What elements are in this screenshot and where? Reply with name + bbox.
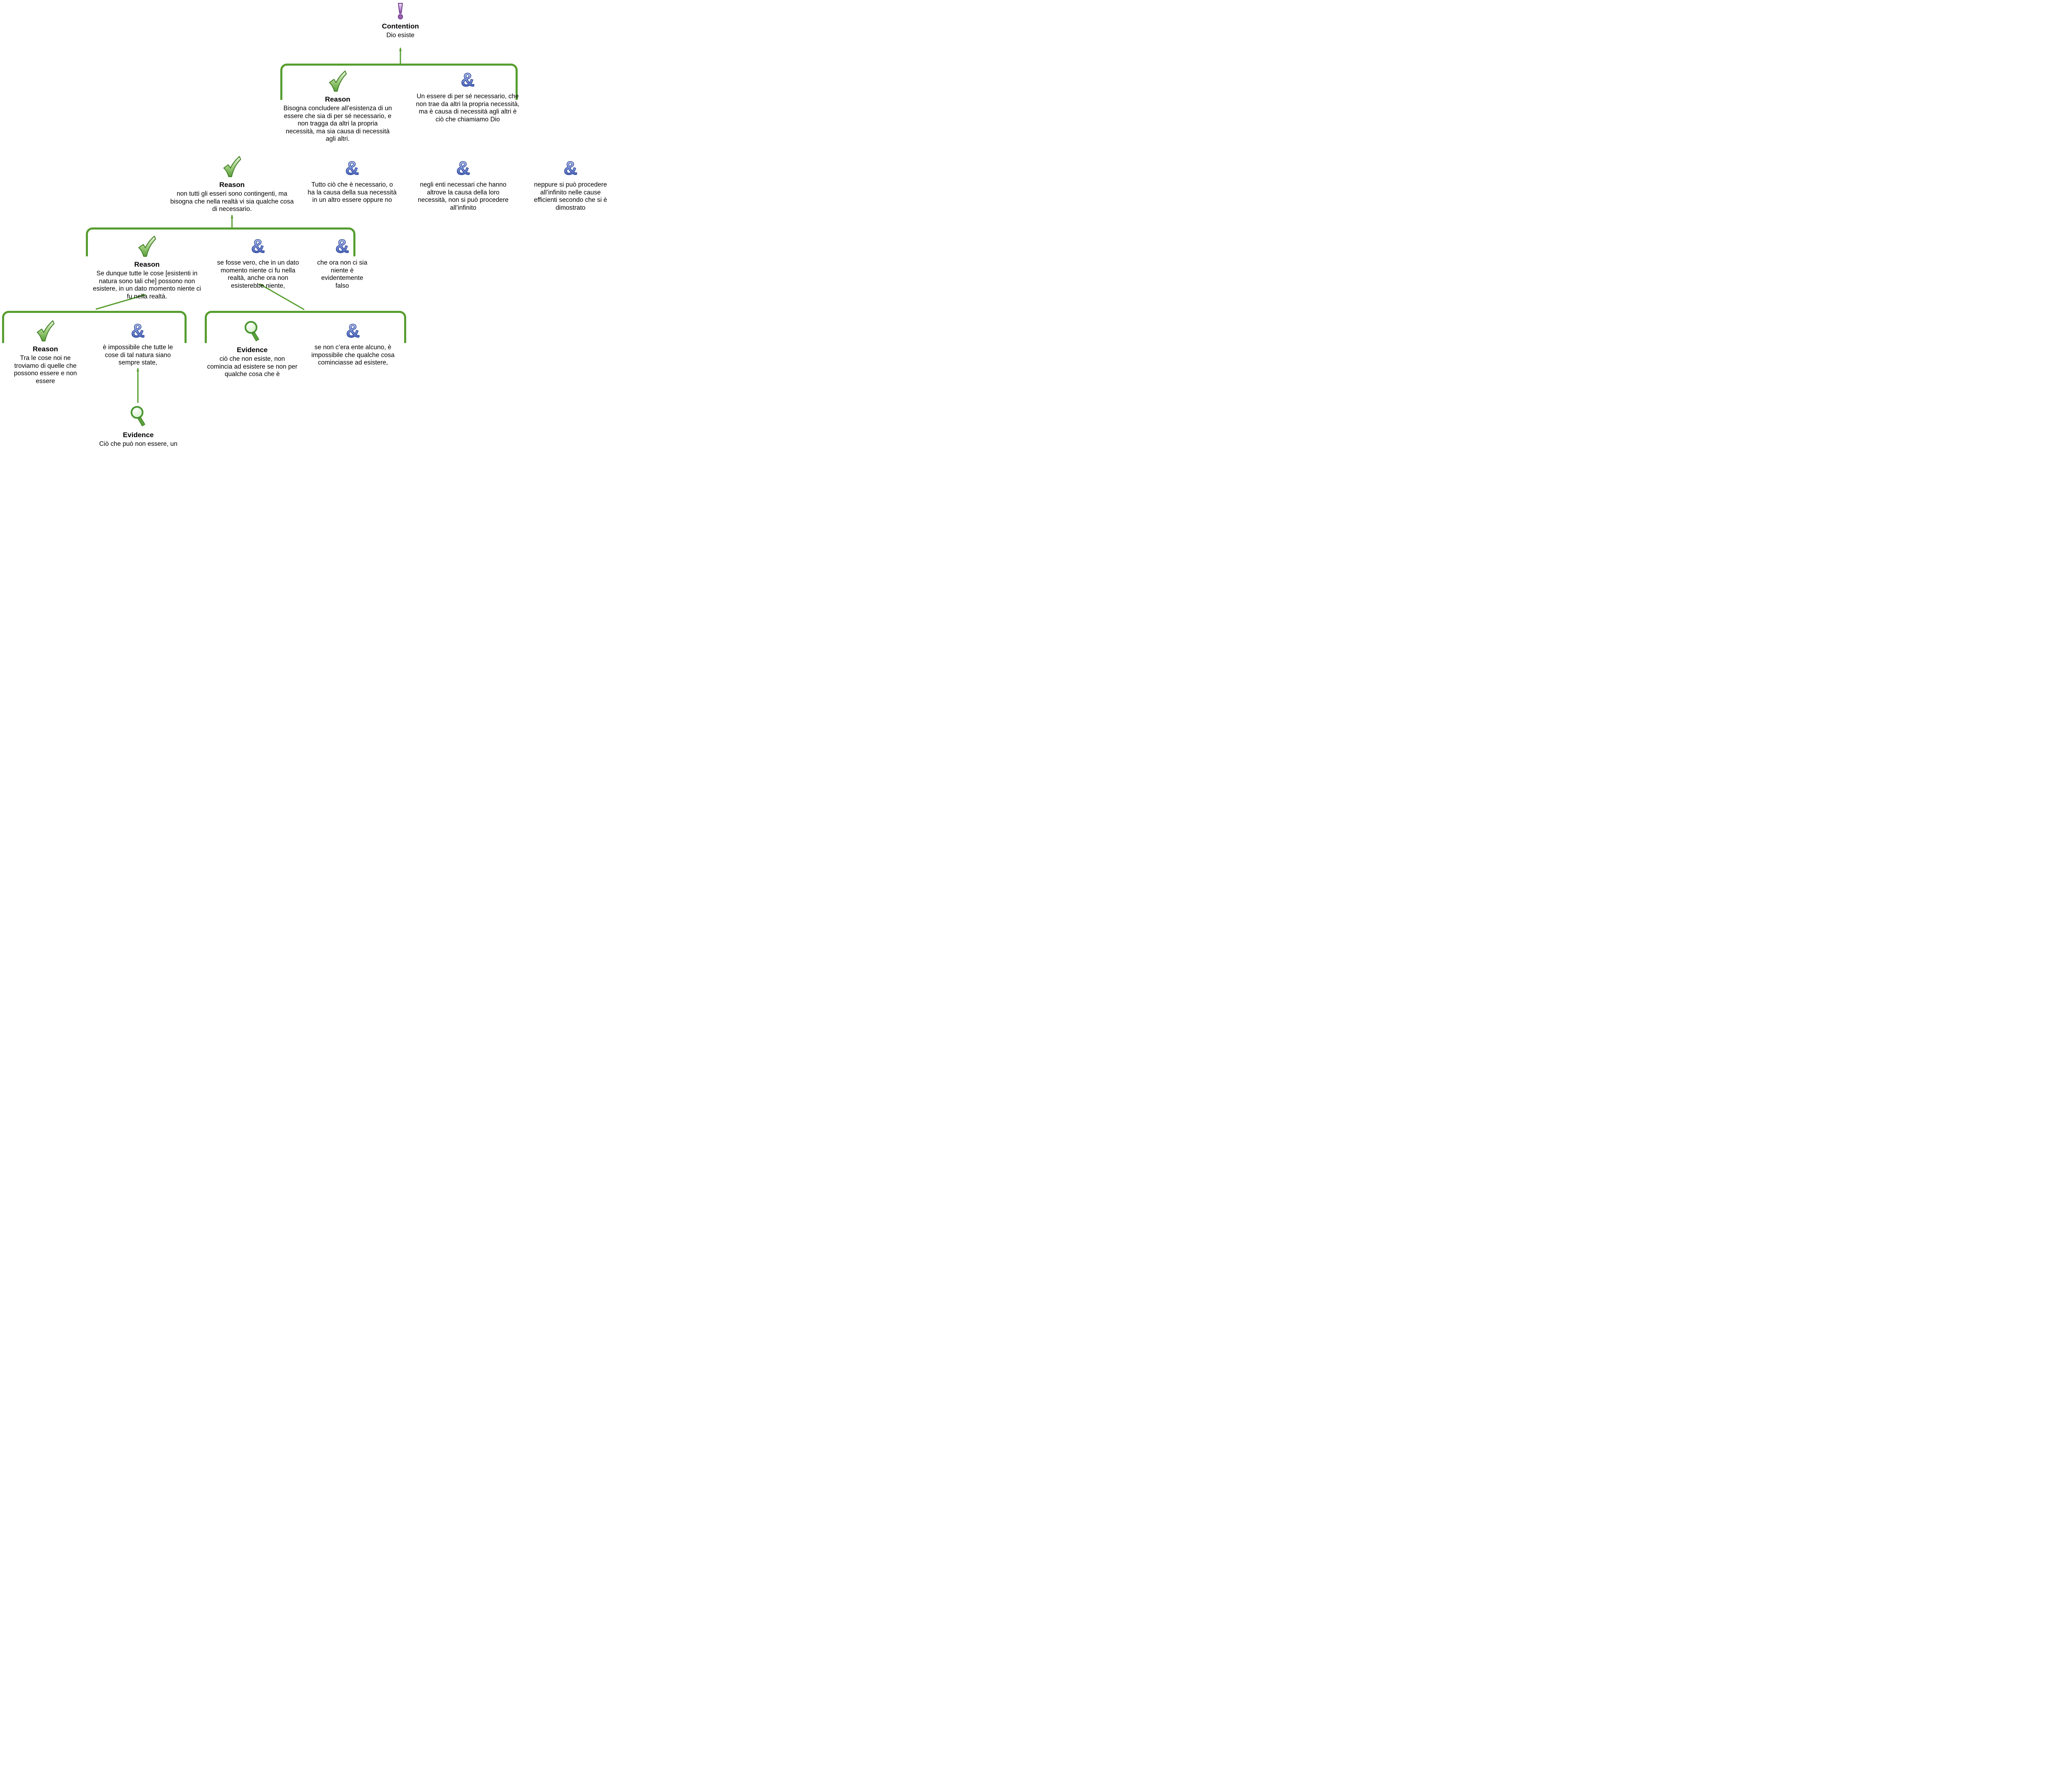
grouping-bracket-level1	[280, 64, 518, 100]
grouping-bracket-level3	[86, 227, 355, 256]
ampersand-icon: &	[456, 157, 471, 179]
svg-text:&: &	[345, 158, 359, 178]
and-node-2b[interactable]: & negli enti necessari che hanno altrove…	[415, 157, 511, 212]
node-text: è impossibile che tutte le cose di tal n…	[103, 344, 173, 367]
node-type-label: Reason	[325, 95, 350, 103]
node-text: neppure si può procedere all’infinito ne…	[534, 181, 607, 211]
node-text: Tutto ciò che è necessario, o ha la caus…	[308, 181, 397, 204]
magnifier-icon	[244, 320, 261, 343]
check-icon	[222, 156, 241, 178]
node-text: non tutti gli esseri sono contingenti, m…	[170, 190, 294, 213]
svg-text:&: &	[346, 320, 360, 341]
and-node-2c[interactable]: & neppure si può procedere all’infinito …	[530, 157, 611, 212]
ampersand-icon: &	[335, 235, 350, 257]
node-type-label: Contention	[382, 22, 419, 30]
reason-node-3[interactable]: Reason Se dunque tutte le cose [esistent…	[90, 236, 204, 301]
node-text: ciò che non esiste, non comincia ad esis…	[207, 355, 298, 378]
svg-text:&: &	[456, 158, 470, 178]
node-text: Bisogna concludere all’esistenza di un e…	[283, 105, 392, 143]
node-text: se fosse vero, che in un dato momento ni…	[217, 259, 299, 289]
node-text: Ciò che può non essere, un tempo non esi…	[99, 440, 178, 447]
node-text: Se dunque tutte le cose [esistenti in na…	[93, 270, 201, 300]
node-type-label: Reason	[33, 345, 58, 353]
node-text: negli enti necessari che hanno altrove l…	[418, 181, 509, 211]
svg-text:&: &	[563, 158, 577, 178]
ampersand-icon: &	[563, 157, 578, 179]
reason-node-4[interactable]: Reason Tra le cose noi ne troviamo di qu…	[11, 320, 80, 385]
and-node-2a[interactable]: & Tutto ciò che è necessario, o ha la ca…	[308, 157, 397, 204]
ampersand-icon: &	[346, 320, 360, 341]
evidence-node-1[interactable]: Evidence ciò che non esiste, non cominci…	[207, 320, 298, 379]
ampersand-icon: &	[345, 157, 360, 179]
and-node-4b[interactable]: & se non c’era ente alcuno, è impossibil…	[309, 320, 397, 367]
grouping-bracket-level4-left	[2, 311, 187, 343]
ampersand-icon: &	[251, 235, 265, 257]
and-node-3a[interactable]: & se fosse vero, che in un dato momento …	[215, 235, 301, 290]
svg-text:&: &	[461, 69, 474, 90]
svg-text:&: &	[131, 320, 144, 341]
node-type-label: Evidence	[237, 346, 268, 354]
node-text: Tra le cose noi ne troviamo di quelle ch…	[14, 355, 77, 385]
exclamation-icon	[396, 2, 405, 20]
magnifier-icon	[130, 405, 147, 428]
node-text: Un essere di per sé necessario, che non …	[416, 93, 520, 123]
contention-node[interactable]: Contention Dio esiste	[359, 2, 442, 40]
svg-text:&: &	[251, 236, 265, 256]
evidence-node-2[interactable]: Evidence Ciò che può non essere, un temp…	[97, 405, 179, 448]
node-text: Dio esiste	[386, 32, 415, 39]
node-type-label: Evidence	[123, 431, 154, 439]
and-node-3b[interactable]: & che ora non ci sia niente è evidenteme…	[314, 235, 371, 290]
reason-node-2[interactable]: Reason non tutti gli esseri sono conting…	[169, 156, 295, 213]
node-type-label: Reason	[134, 260, 160, 268]
ampersand-icon: &	[460, 69, 475, 90]
and-node-1[interactable]: & Un essere di per sé necessario, che no…	[414, 69, 521, 123]
svg-text:&: &	[335, 236, 349, 256]
grouping-bracket-level4-right	[205, 311, 406, 343]
and-node-4a[interactable]: & è impossibile che tutte le cose di tal…	[99, 320, 177, 367]
check-icon	[36, 320, 55, 343]
argument-map-canvas[interactable]: Contention Dio esiste Reason Bisogna con…	[0, 0, 623, 448]
ampersand-icon: &	[130, 320, 145, 341]
check-icon	[137, 236, 156, 258]
node-text: se non c’era ente alcuno, è impossibile …	[311, 344, 395, 367]
reason-node-1[interactable]: Reason Bisogna concludere all’esistenza …	[283, 71, 393, 143]
node-type-label: Reason	[219, 181, 245, 189]
check-icon	[328, 71, 347, 93]
node-text: che ora non ci sia niente è evidentement…	[317, 259, 367, 289]
